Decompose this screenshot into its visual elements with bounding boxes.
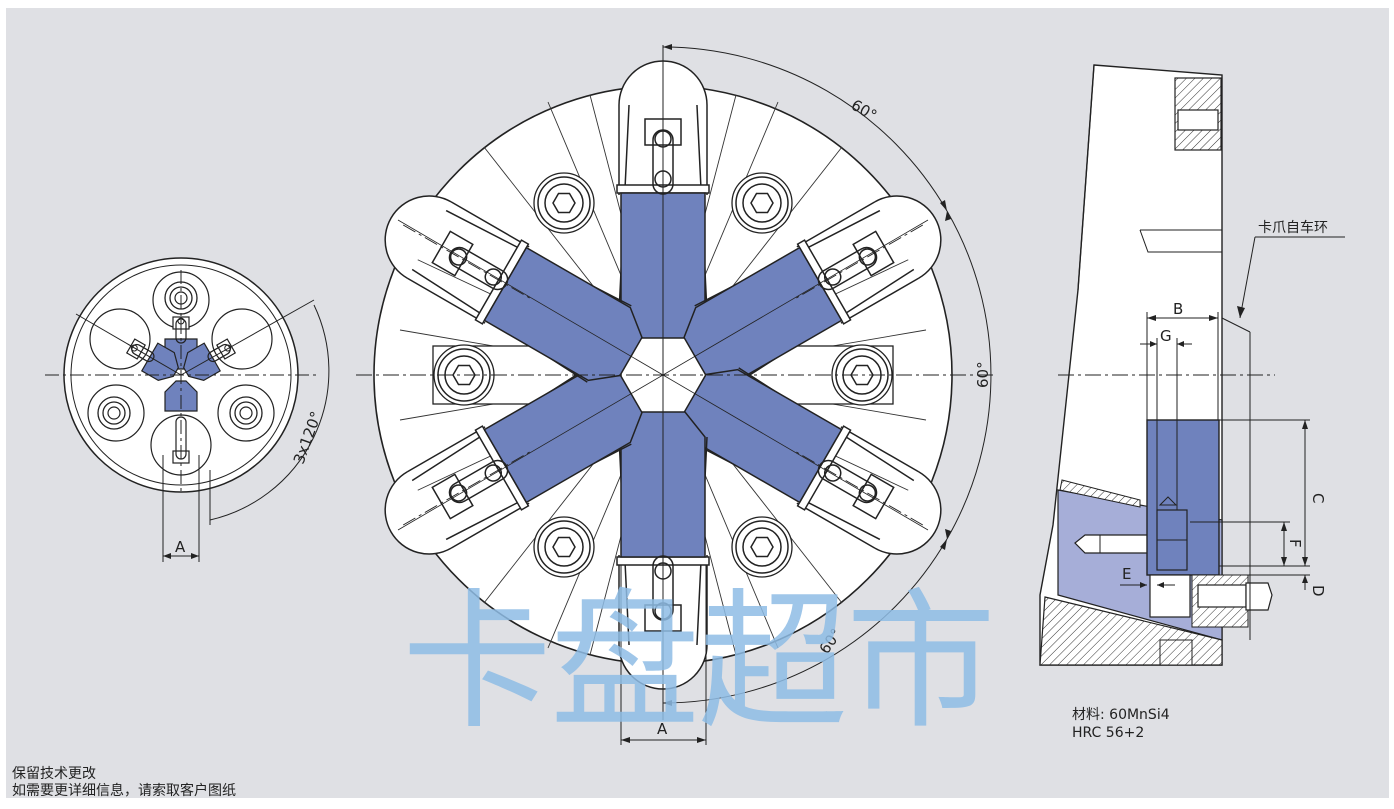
material-line-2: HRC 56+2 <box>1072 725 1145 741</box>
dim-D-label: D <box>1309 585 1327 597</box>
material-note: 材料: 60MnSi4 HRC 56+2 <box>1072 706 1170 742</box>
footer-note: 保留技术更改 如需要更详细信息，请索取客户图纸 <box>12 766 236 800</box>
dim-F-label: F <box>1286 539 1304 548</box>
small-chuck-view <box>45 257 330 562</box>
footer-line-2: 如需要更详细信息，请索取客户图纸 <box>12 783 236 799</box>
large-chuck-view <box>356 44 993 745</box>
dim-G-label: G <box>1160 327 1172 345</box>
material-line-1: 材料: 60MnSi4 <box>1072 707 1170 723</box>
footer-line-1: 保留技术更改 <box>12 766 96 782</box>
watermark-text: 卡盘超市 <box>402 576 996 750</box>
ring-label: 卡爪自车环 <box>1258 219 1328 236</box>
dim-A-small-label: A <box>175 538 186 556</box>
side-section-view <box>1039 64 1345 666</box>
dim-A-large-label: A <box>657 720 668 738</box>
dim-60-right-label: 60° <box>974 361 992 388</box>
dim-E-label: E <box>1122 565 1131 583</box>
dim-C-label: C <box>1309 493 1327 503</box>
dim-B-label: B <box>1173 300 1183 318</box>
